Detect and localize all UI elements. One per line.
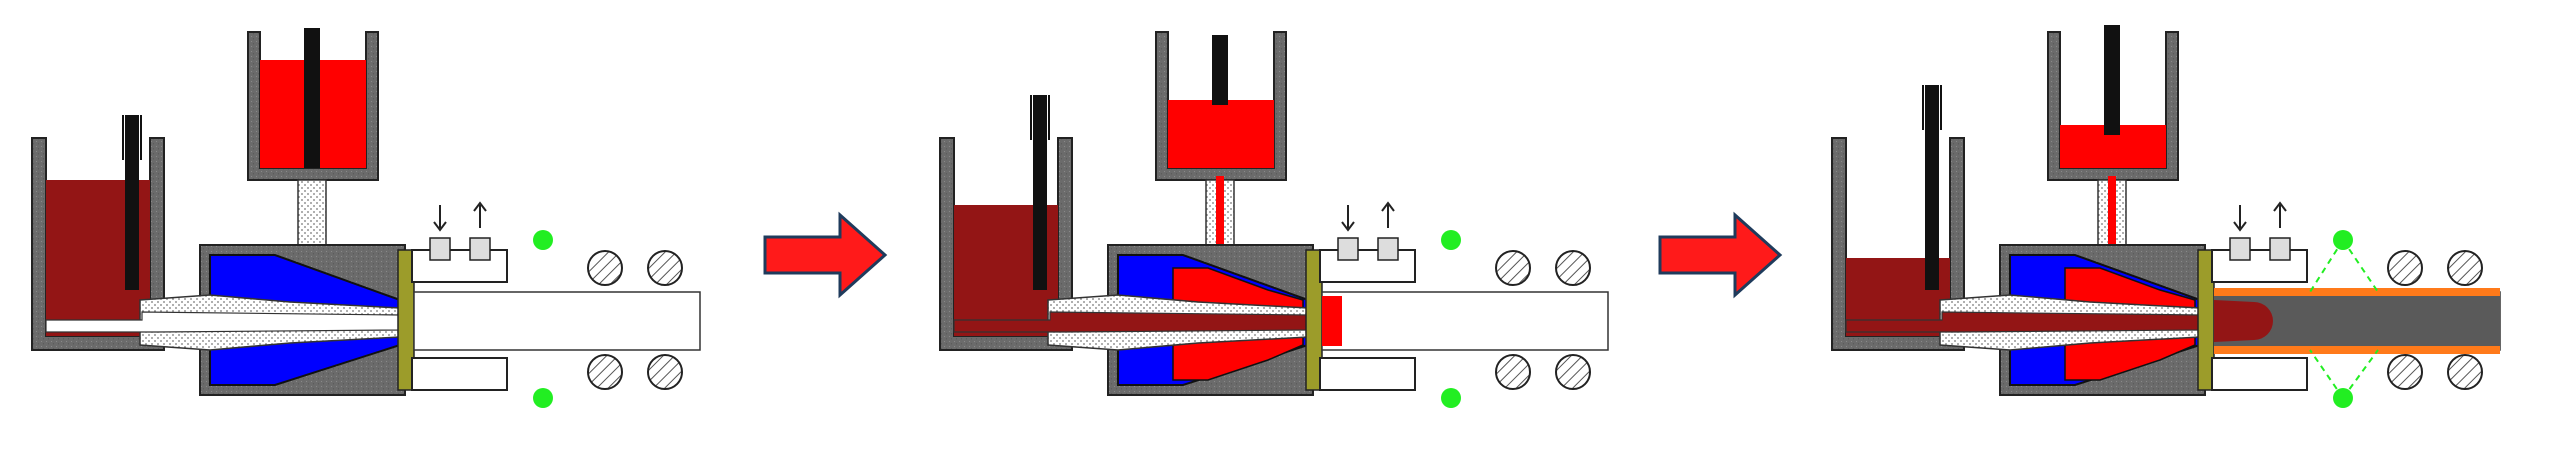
inlet-arrow-icon	[1341, 205, 1355, 232]
process-stage-1	[31, 28, 701, 408]
flow-arrow-icon	[1658, 211, 1783, 299]
tube-wall-top	[2214, 288, 2500, 296]
roller-icon	[2447, 250, 2483, 286]
top-reservoir-housing	[1155, 31, 1287, 181]
valve-block-top	[2211, 249, 2308, 283]
plunger-rod	[1925, 85, 1939, 290]
outlet-arrow-icon	[2273, 201, 2287, 228]
top-plunger-rod	[1212, 35, 1228, 105]
top-reservoir-fluid	[1168, 100, 1274, 168]
valve-icon	[2229, 237, 2251, 261]
roller-icon	[2387, 354, 2423, 390]
roller-icon	[1555, 354, 1591, 390]
flow-arrow-icon	[763, 211, 888, 299]
sensor-beam	[2309, 349, 2344, 399]
roller-icon	[647, 354, 683, 390]
roller-icon	[587, 250, 623, 286]
roller-icon	[2387, 250, 2423, 286]
feed-nozzle	[297, 179, 327, 251]
valve-block-top	[411, 249, 508, 283]
outlet-arrow-icon	[473, 201, 487, 228]
top-reservoir-housing	[2047, 31, 2179, 181]
process-stage-2	[939, 31, 1609, 408]
top-plunger-rod	[304, 28, 320, 168]
roller-icon	[1495, 250, 1531, 286]
tube-melt	[1322, 296, 1342, 346]
inlet-arrow-icon	[2233, 205, 2247, 232]
sensor-dot-icon	[1441, 388, 1461, 408]
sensor-beam	[2342, 349, 2379, 399]
valve-icon	[469, 237, 491, 261]
output-tube	[1321, 291, 1609, 351]
roller-icon	[647, 250, 683, 286]
plunger-rod	[125, 115, 139, 290]
top-plunger-rod	[2104, 25, 2120, 135]
sensor-dot-icon	[533, 388, 553, 408]
sensor-dot-icon	[1441, 230, 1461, 250]
feed-channel	[2108, 176, 2116, 256]
valve-icon	[429, 237, 451, 261]
tube-wall-bottom	[2214, 346, 2500, 354]
valve-icon	[2269, 237, 2291, 261]
roller-icon	[1555, 250, 1591, 286]
roller-icon	[587, 354, 623, 390]
inlet-arrow-icon	[433, 205, 447, 232]
roller-icon	[2447, 354, 2483, 390]
valve-block-bottom	[411, 357, 508, 391]
valve-block-bottom	[1319, 357, 1416, 391]
outlet-arrow-icon	[1381, 201, 1395, 228]
valve-icon	[1377, 237, 1399, 261]
process-stage-3	[1831, 25, 2501, 408]
valve-block-bottom	[2211, 357, 2308, 391]
sensor-dot-icon	[533, 230, 553, 250]
output-tube	[413, 291, 701, 351]
valve-icon	[1337, 237, 1359, 261]
plunger-rod	[1033, 95, 1047, 290]
roller-icon	[1495, 354, 1531, 390]
valve-block-top	[1319, 249, 1416, 283]
tube-melt-front	[2214, 300, 2273, 342]
feed-channel	[1216, 176, 1224, 256]
